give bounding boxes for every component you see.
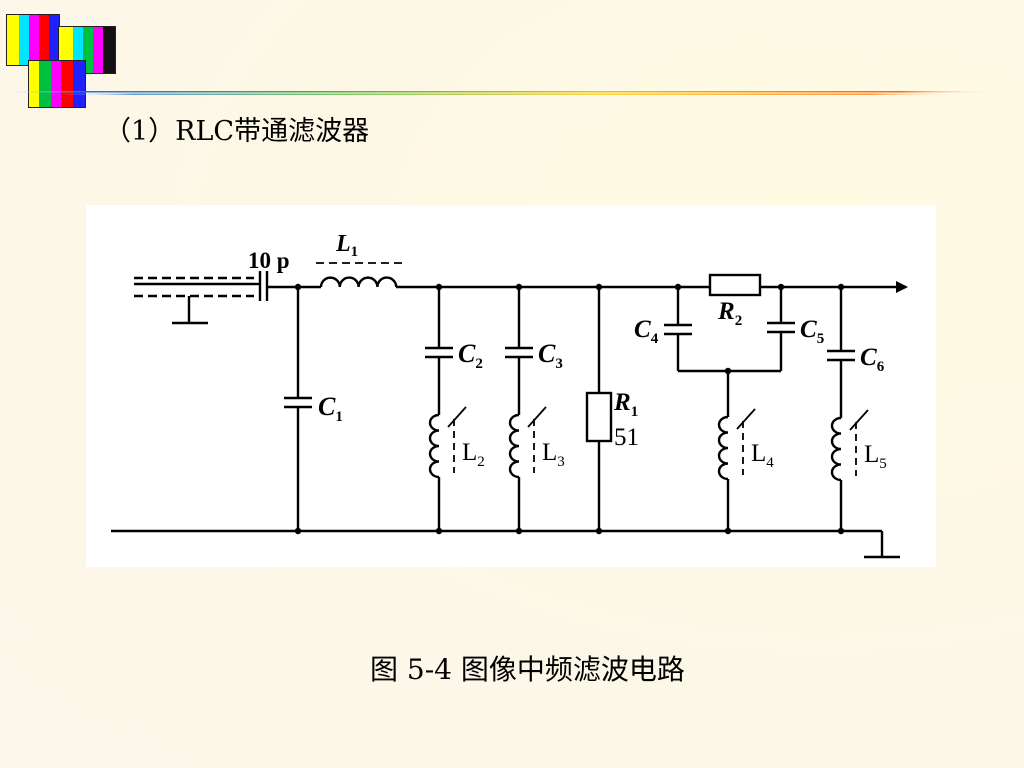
label-c3: C3: [538, 339, 563, 372]
label-r1-value: 51: [614, 424, 639, 451]
rlc-bandpass-circuit: 10 p L1 C1 C2 C3 R1 51 C4 R2 C5 C6 L2 L3…: [111, 231, 908, 559]
label-l1: L1: [335, 231, 358, 260]
header-divider-line: [0, 91, 1000, 95]
inductor-l4: [717, 415, 729, 481]
label-l4: L4: [751, 440, 774, 471]
slide-title: （1）RLC带通滤波器: [104, 116, 370, 147]
circuit-wires: [111, 271, 906, 559]
label-cap-input: 10 p: [248, 248, 290, 273]
logo-block-1: [6, 14, 60, 66]
label-r1: R1: [613, 389, 638, 420]
output-arrow-icon: [896, 281, 908, 293]
inductor-l3: [508, 413, 520, 479]
logo-block-2: [58, 26, 116, 74]
circuit-diagram: 10 p L1 C1 C2 C3 R1 51 C4 R2 C5 C6 L2 L3…: [86, 205, 936, 567]
label-c2: C2: [458, 339, 483, 372]
label-l3: L3: [542, 439, 565, 470]
label-c1: C1: [318, 392, 343, 425]
color-bars-logo: [6, 14, 126, 109]
junction-dots: [294, 283, 845, 535]
inductor-l1: [316, 262, 406, 288]
label-c5: C5: [800, 316, 824, 347]
label-l5: L5: [864, 441, 887, 472]
label-c4: C4: [634, 316, 659, 347]
label-c6: C6: [860, 344, 885, 375]
inductor-l5: [830, 416, 842, 482]
inductor-l2: [428, 413, 440, 479]
label-r2: R2: [717, 298, 742, 329]
logo-block-3: [28, 60, 86, 108]
label-l2: L2: [462, 439, 485, 470]
figure-caption: 图 5-4 图像中频滤波电路: [370, 653, 685, 686]
